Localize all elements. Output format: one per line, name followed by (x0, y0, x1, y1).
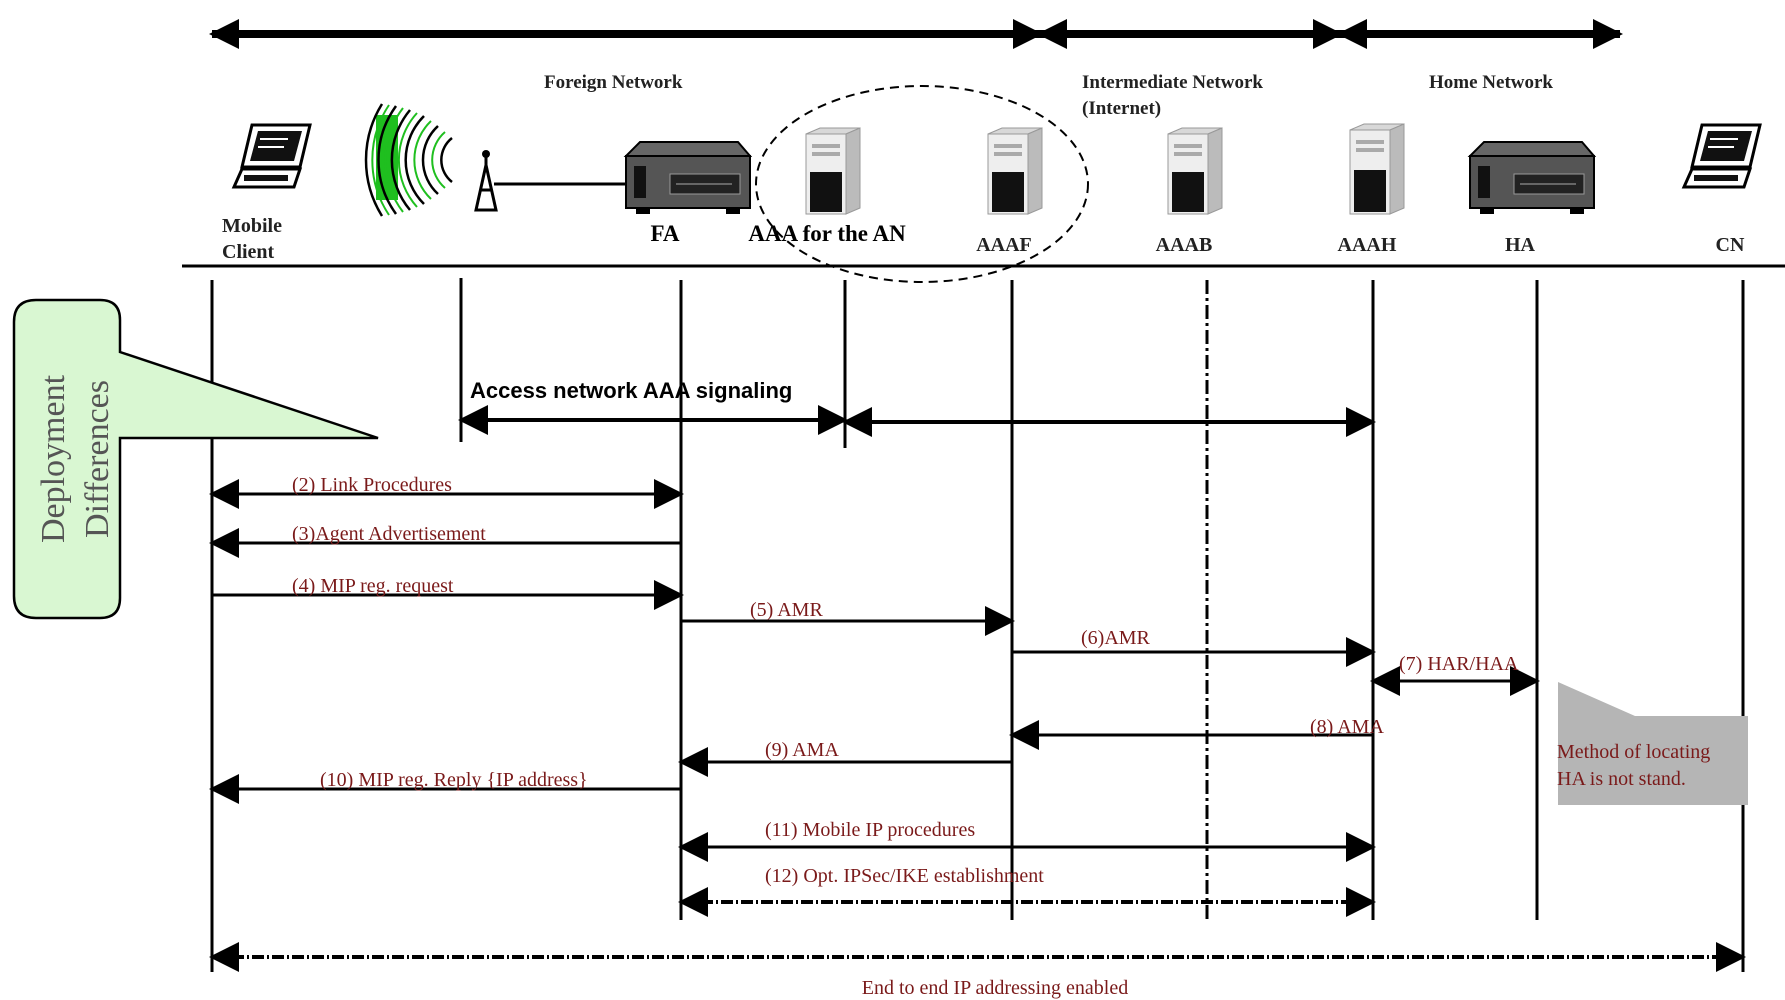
cn-laptop-icon (1681, 123, 1762, 189)
aaab-label: AAAB (1156, 234, 1213, 256)
label-m7: (7) HAR/HAA (1399, 653, 1519, 675)
label-m10: (10) MIP reg. Reply {IP address} (320, 769, 588, 791)
label-m6: (6)AMR (1081, 627, 1151, 649)
wireless-access-point-icon (364, 103, 626, 217)
label-end-to-end: End to end IP addressing enabled (862, 977, 1128, 999)
ha-label: HA (1505, 234, 1536, 256)
aaah-server-icon (1349, 123, 1405, 215)
callout-line-2: Differences (79, 380, 116, 538)
aaab-server-icon (1167, 127, 1223, 215)
fa-label: FA (651, 221, 680, 246)
mobile-client-label: Mobile (222, 215, 282, 237)
note-line-2: HA is not stand. (1557, 768, 1686, 790)
label-m11: (11) Mobile IP procedures (765, 819, 975, 841)
label-m12: (12) Opt. IPSec/IKE establishment (765, 865, 1044, 887)
label-m8: (8) AMA (1310, 716, 1384, 738)
ha-router-icon (1467, 141, 1597, 214)
aaa-grouping-ellipse (755, 85, 1089, 283)
mobile-client-sublabel: Client (222, 241, 275, 263)
fa-router-icon (623, 141, 753, 214)
note-line-1: Method of locating (1557, 741, 1710, 763)
aaa-an-server-icon (805, 127, 861, 215)
home-network-label: Home Network (1429, 72, 1553, 93)
ha-note-callout (1558, 682, 1748, 805)
access-signaling-label: Access network AAA signaling (470, 378, 792, 403)
foreign-network-label: Foreign Network (544, 72, 683, 93)
intermediate-network-label: Intermediate Network (1082, 72, 1263, 93)
label-m4: (4) MIP reg. request (292, 575, 454, 597)
aaaf-server-icon (987, 127, 1043, 215)
label-m9: (9) AMA (765, 739, 839, 761)
aaaf-label: AAAF (976, 234, 1032, 256)
label-m5: (5) AMR (750, 599, 823, 621)
intermediate-network-sublabel: (Internet) (1082, 98, 1161, 119)
label-m3: (3)Agent Advertisement (292, 523, 486, 545)
cn-label: CN (1716, 234, 1745, 256)
callout-line-1: Deployment (35, 374, 72, 543)
aaah-label: AAAH (1338, 234, 1397, 256)
deployment-differences-callout (12, 298, 379, 620)
laptop-icon (231, 123, 312, 189)
label-m2: (2) Link Procedures (292, 474, 452, 496)
aaa-an-label: AAA for the AN (748, 221, 906, 246)
